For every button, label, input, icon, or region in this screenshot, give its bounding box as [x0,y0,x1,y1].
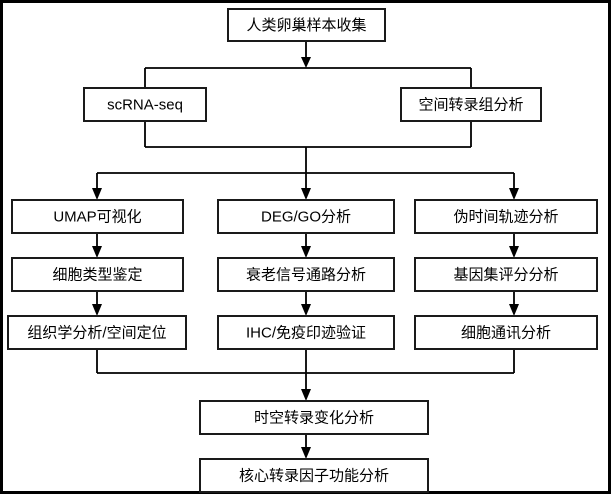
node-cell-type-identification[interactable]: 细胞类型鉴定 [11,257,184,292]
node-spatial-transcriptomics[interactable]: 空间转录组分析 [400,87,542,122]
node-label: 核心转录因子功能分析 [239,467,389,484]
node-box[interactable] [83,87,207,122]
node-box[interactable] [414,257,598,292]
arrowhead-n9 [509,246,519,258]
node-ihc-western-blot-validation[interactable]: IHC/免疫印迹验证 [217,315,395,350]
node-label: DEG/GO分析 [261,208,351,225]
node-box[interactable] [227,8,386,42]
arrowhead-n7 [92,246,102,258]
arrowhead-n4 [92,188,102,200]
node-box[interactable] [414,199,598,234]
node-label: 伪时间轨迹分析 [453,208,558,225]
arrowhead-n13 [301,389,311,401]
arrowhead-n6 [509,188,519,200]
arrowhead-n5 [301,188,311,200]
arrowhead-n10 [92,304,102,316]
node-label: 衰老信号通路分析 [246,266,366,283]
arrowhead-n14 [301,447,311,459]
node-spatiotemporal-change[interactable]: 时空转录变化分析 [199,400,429,435]
node-gene-set-scoring[interactable]: 基因集评分分析 [414,257,598,292]
node-box[interactable] [11,257,184,292]
node-box[interactable] [7,315,187,350]
node-cell-communication[interactable]: 细胞通讯分析 [414,315,598,350]
node-deg-go-analysis[interactable]: DEG/GO分析 [217,199,395,234]
node-umap-visualization[interactable]: UMAP可视化 [11,199,184,234]
arrowhead-n12 [509,304,519,316]
node-senescence-pathway[interactable]: 衰老信号通路分析 [217,257,395,292]
node-label: 空间转录组分析 [418,96,523,113]
arrowhead-n1-bus [301,57,311,68]
node-box[interactable] [199,458,429,493]
node-box[interactable] [217,257,395,292]
node-label: UMAP可视化 [53,208,141,225]
node-box[interactable] [11,199,184,234]
node-label: 基因集评分分析 [453,266,558,283]
node-histology-spatial-localization[interactable]: 组织学分析/空间定位 [7,315,187,350]
node-box[interactable] [414,315,598,350]
node-label: 组织学分析/空间定位 [27,324,166,341]
node-label: 人类卵巢样本收集 [246,17,366,34]
node-box[interactable] [400,87,542,122]
connector-layer [92,41,519,459]
node-box[interactable] [217,199,395,234]
arrowhead-n8 [301,246,311,258]
node-box[interactable] [199,400,429,435]
node-label: 细胞通讯分析 [461,324,551,341]
node-box[interactable] [217,315,395,350]
node-label: scRNA-seq [107,96,183,113]
node-pseudotime-trajectory[interactable]: 伪时间轨迹分析 [414,199,598,234]
arrowhead-n11 [301,304,311,316]
node-sample-collection[interactable]: 人类卵巢样本收集 [227,8,386,42]
node-label: IHC/免疫印迹验证 [246,324,366,341]
node-core-tf-function[interactable]: 核心转录因子功能分析 [199,458,429,493]
node-label: 细胞类型鉴定 [52,266,142,283]
node-scrna-seq[interactable]: scRNA-seq [83,87,207,122]
node-label: 时空转录变化分析 [254,409,374,426]
